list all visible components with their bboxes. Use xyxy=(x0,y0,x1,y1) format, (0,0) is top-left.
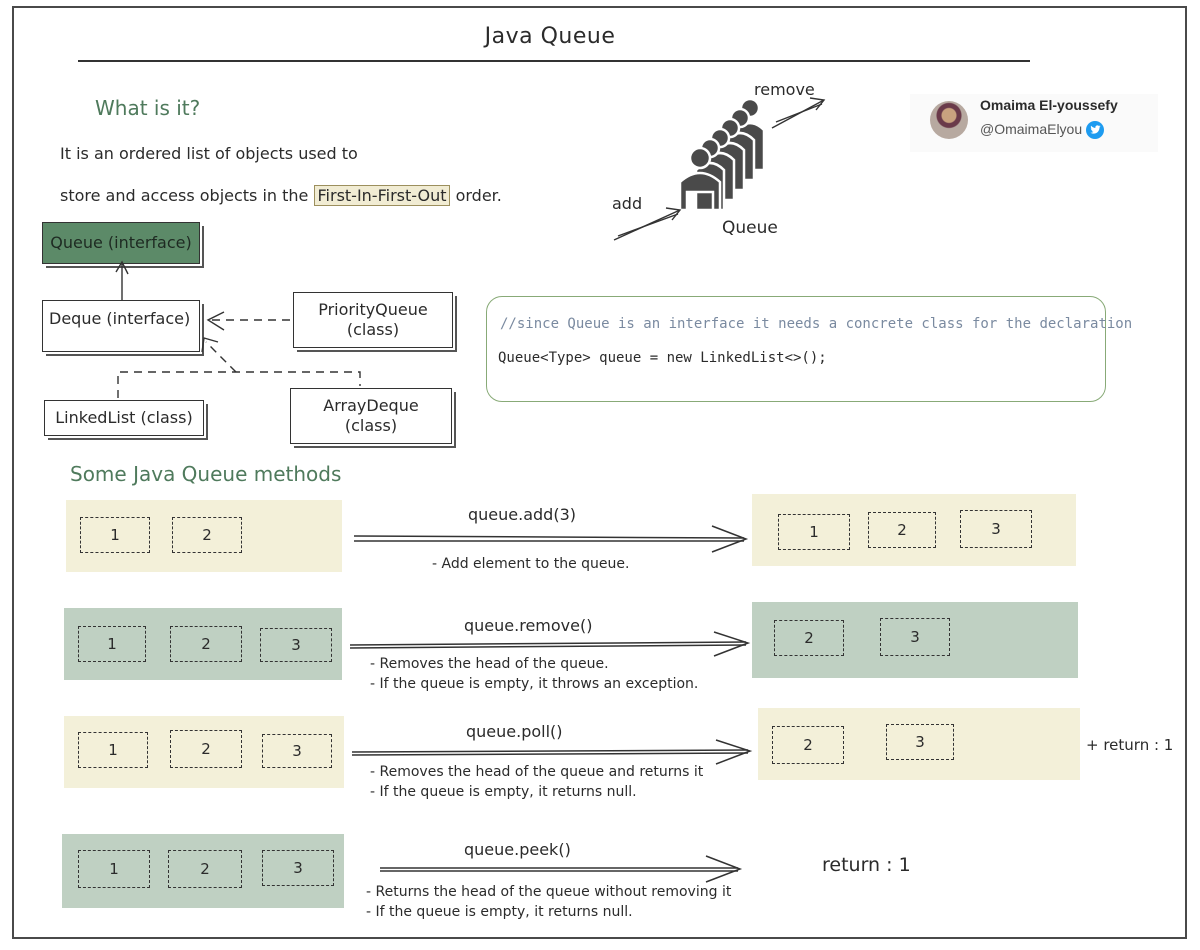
canvas-frame xyxy=(12,6,1187,939)
peek-return-value: return : 1 xyxy=(822,854,911,876)
queue-cell: 1 xyxy=(80,517,150,553)
twitter-bird-icon xyxy=(1086,121,1104,139)
poll-after-band xyxy=(758,708,1080,780)
array-deque-box: ArrayDeque (class) xyxy=(290,388,452,444)
peek-before-band xyxy=(62,834,344,908)
queue-people-icon xyxy=(613,97,826,241)
code-declaration: Queue<Type> queue = new LinkedList<>(); xyxy=(498,350,827,366)
peek-method-call: queue.peek() xyxy=(464,840,571,859)
queue-cell: 2 xyxy=(774,620,844,656)
add-after-band xyxy=(752,494,1076,566)
deque-interface-box: Deque (interface) xyxy=(42,300,200,352)
remove-before-band xyxy=(64,608,342,680)
queue-cell: 2 xyxy=(172,517,242,553)
author-avatar xyxy=(930,101,968,139)
queue-cell: 2 xyxy=(868,512,936,548)
definition-line-2: store and access objects in the First-In… xyxy=(60,185,502,206)
queue-cell: 3 xyxy=(886,724,954,760)
array-deque-name: ArrayDeque xyxy=(323,396,419,415)
poll-method-call: queue.poll() xyxy=(466,722,563,741)
peek-note-2: - If the queue is empty, it returns null… xyxy=(366,904,633,920)
fifo-highlight: First-In-First-Out xyxy=(313,185,451,206)
declaration-code-box xyxy=(486,296,1106,402)
queue-cell: 1 xyxy=(778,514,850,550)
queue-cell: 1 xyxy=(78,732,148,768)
add-note-1: - Add element to the queue. xyxy=(432,556,630,572)
poll-before-band xyxy=(64,716,344,788)
remove-after-band xyxy=(752,602,1078,678)
array-deque-kind: (class) xyxy=(344,416,398,435)
queue-cell: 3 xyxy=(880,618,950,656)
title-underline xyxy=(78,60,1030,62)
queue-cell: 2 xyxy=(170,730,242,768)
hierarchy-connectors xyxy=(115,260,361,398)
code-comment: //since Queue is an interface it needs a… xyxy=(500,316,1133,332)
what-is-it-heading: What is it? xyxy=(95,96,201,120)
definition-line-2-post: order. xyxy=(455,186,502,205)
remove-method-call: queue.remove() xyxy=(464,616,593,635)
methods-heading: Some Java Queue methods xyxy=(70,462,342,486)
queue-icon-label: Queue xyxy=(722,218,778,238)
definition-line-2-pre: store and access objects in the xyxy=(60,186,309,205)
poll-note-2: - If the queue is empty, it returns null… xyxy=(370,784,637,800)
queue-remove-label: remove xyxy=(754,80,815,99)
add-method-call: queue.add(3) xyxy=(468,505,576,524)
queue-cell: 2 xyxy=(170,626,242,662)
linked-list-box: LinkedList (class) xyxy=(44,400,204,436)
poll-return-value: + return : 1 xyxy=(1086,736,1174,754)
queue-cell: 3 xyxy=(960,510,1032,548)
queue-cell: 2 xyxy=(772,726,844,764)
definition-line-1: It is an ordered list of objects used to xyxy=(60,144,358,163)
queue-cell: 2 xyxy=(168,850,242,888)
add-before-band xyxy=(66,500,342,572)
remove-note-1: - Removes the head of the queue. xyxy=(370,656,609,672)
queue-cell: 3 xyxy=(262,734,332,768)
remove-note-2: - If the queue is empty, it throws an ex… xyxy=(370,676,699,692)
priority-queue-kind: (class) xyxy=(346,320,400,339)
page-title: Java Queue xyxy=(484,24,616,49)
priority-queue-name: PriorityQueue xyxy=(318,300,428,319)
priority-queue-box: PriorityQueue (class) xyxy=(293,292,453,348)
queue-cell: 1 xyxy=(78,626,146,662)
queue-add-label: add xyxy=(612,194,643,213)
queue-cell: 3 xyxy=(260,628,332,662)
poll-note-1: - Removes the head of the queue and retu… xyxy=(370,764,704,780)
author-name: Omaima El-youssefy xyxy=(980,97,1118,113)
peek-note-1: - Returns the head of the queue without … xyxy=(366,884,732,900)
author-handle: @OmaimaElyou xyxy=(980,121,1083,137)
queue-cell: 1 xyxy=(78,850,150,888)
queue-cell: 3 xyxy=(262,850,334,886)
